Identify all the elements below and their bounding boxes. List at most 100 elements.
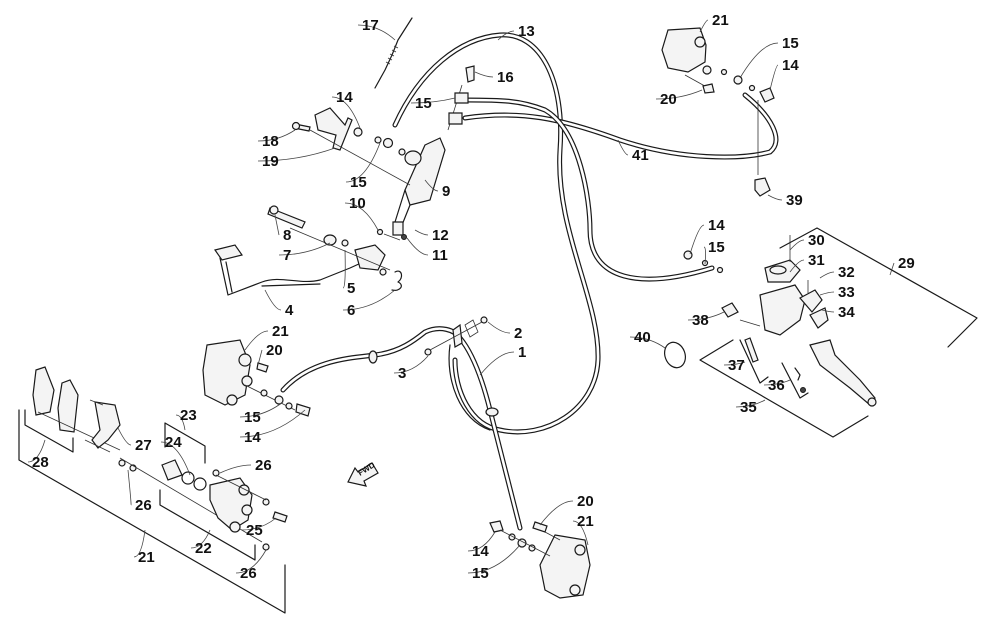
callout-label-31: 31 [808,252,825,269]
forward-direction-arrow: FWD [347,460,379,487]
leader-line-26 [219,464,252,474]
callout-label-30: 30 [808,232,825,249]
assembly-bracket-23 [164,422,206,464]
callout-label-34: 34 [838,304,855,321]
callout-label-12: 12 [432,227,449,244]
callout-label-10: 10 [349,195,366,212]
callout-label-21: 21 [712,12,729,29]
leader-line-27 [117,427,132,446]
callout-label-24: 24 [165,434,182,451]
leader-line-1 [479,351,515,376]
callout-leaders [27,19,895,574]
leader-line-14 [689,224,705,255]
callout-label-20: 20 [660,91,677,108]
leader-line-14 [239,409,306,438]
leader-line-15 [703,246,706,265]
leader-line-29 [889,262,895,276]
leader-line-21 [699,19,709,33]
leader-line-28 [27,439,46,463]
leader-line-26 [235,549,267,574]
callout-label-9: 9 [442,183,450,200]
callout-label-8: 8 [283,227,291,244]
callout-label-20: 20 [266,342,283,359]
callout-label-14: 14 [472,543,489,560]
callout-label-26: 26 [255,457,272,474]
leader-line-36 [763,379,791,386]
bracket-part-19 [291,107,411,186]
callout-label-21: 21 [577,513,594,530]
leader-line-30 [789,239,805,251]
leader-line-25 [241,517,277,531]
leader-line-38 [687,311,725,321]
leader-line-26 [127,469,132,506]
callout-label-17: 17 [362,17,379,34]
callout-label-39: 39 [786,192,803,209]
leader-line-23 [175,414,186,431]
caliper-bottom-center [489,520,591,599]
leader-line-14 [331,96,361,129]
callout-label-3: 3 [398,365,406,382]
callout-label-14: 14 [336,89,353,106]
leader-line-11 [406,237,429,256]
leader-line-21 [244,330,269,351]
assembly-bracket-35 [699,339,869,438]
callout-label-14: 14 [244,429,261,446]
leader-line-17 [357,24,396,41]
brake-pedal-4 [214,205,403,296]
callout-label-1: 1 [518,344,526,361]
leader-line-14 [467,531,496,552]
assembly-bracket-21 [18,409,286,614]
leader-line-31 [789,259,805,273]
callout-label-21: 21 [138,549,155,566]
leader-line-7 [278,242,331,256]
leader-line-41 [617,139,629,156]
leader-line-15 [239,401,284,418]
callout-label-37: 37 [728,357,745,374]
assembly-bracket-28 [24,409,74,453]
callout-label-26: 26 [240,565,257,582]
leader-line-33 [819,291,835,296]
rear-master-cylinder-9 [392,137,446,240]
callout-label-25: 25 [246,522,263,539]
callout-label-15: 15 [244,409,261,426]
leader-line-40 [629,336,666,349]
callout-label-15: 15 [708,239,725,256]
leader-line-20 [257,349,263,366]
callout-label-23: 23 [180,407,197,424]
callout-label-32: 32 [838,264,855,281]
callout-label-15: 15 [415,95,432,112]
callout-label-2: 2 [514,325,522,342]
leader-line-32 [819,271,835,279]
callout-label-15: 15 [472,565,489,582]
leader-line-37 [723,361,746,366]
brake-hose-41 [462,92,779,160]
leader-line-10 [344,202,379,231]
caliper-top-right [661,27,775,197]
callout-label-14: 14 [708,217,725,234]
clamp-fitting-2-3 [424,316,488,356]
leader-line-39 [767,194,783,201]
leader-line-13 [497,30,515,41]
callout-label-20: 20 [577,493,594,510]
brake-hose-1 [280,326,523,531]
leader-line-5 [342,249,346,289]
retaining-ring-40 [664,341,686,369]
spring-part-17 [374,17,413,89]
callout-label-35: 35 [740,399,757,416]
callout-label-38: 38 [692,312,709,329]
leader-line-22 [190,529,211,549]
callout-label-7: 7 [283,247,291,264]
leader-line-8 [274,214,280,236]
callout-label-22: 22 [195,540,212,557]
callout-label-15: 15 [350,174,367,191]
leader-line-14 [769,64,779,91]
callout-label-5: 5 [347,280,355,297]
callout-label-18: 18 [262,133,279,150]
front-master-cylinder-assembly [683,235,877,407]
callout-label-41: 41 [632,147,649,164]
callout-label-27: 27 [135,437,152,454]
callout-label-11: 11 [432,247,448,264]
brake-hose-upper [462,97,715,282]
banjo-fittings-16 [447,65,475,131]
